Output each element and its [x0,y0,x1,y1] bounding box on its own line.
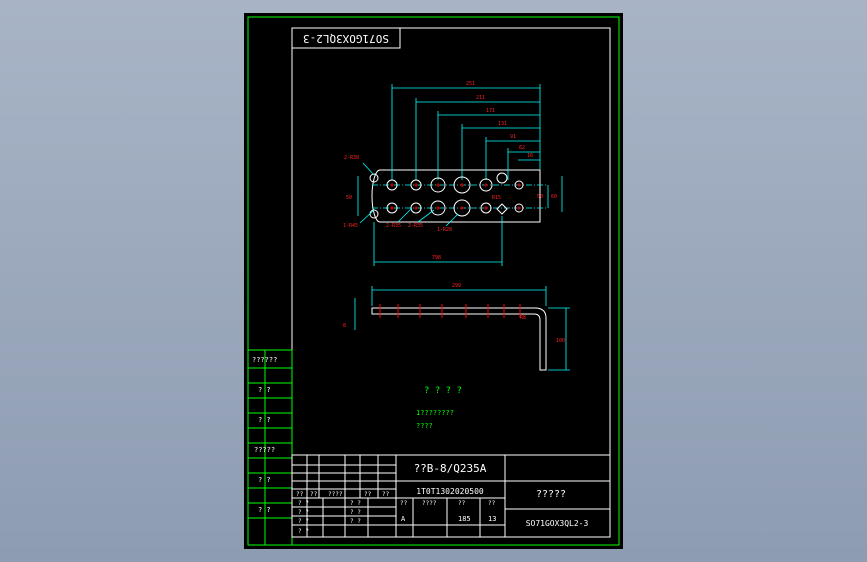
dim-131: 131 [498,121,507,127]
hole-ticks [379,304,521,318]
dim-91: 91 [510,134,516,140]
dim-side-8: 8 [343,323,346,329]
top-dimension-chain: 251 211 171 131 91 62 16 [391,81,541,180]
callout-2-R38: 2-R38 [344,155,359,161]
stage-value-a: A [401,515,406,523]
part-code: SO71GOX3QL2-3 [526,519,589,528]
strip-label-6: ? ? [258,506,271,514]
sign-label-2: ? ? [298,509,309,516]
dim-bend-R8: R8 [520,315,526,321]
dim-mid-50: 50 [537,194,543,200]
notes: ? ? ? ? 1???????? ???? [416,386,462,430]
plan-view: 251 211 171 131 91 62 16 [343,81,563,266]
sign-label-6: ? ? [350,509,361,516]
side-view: 299 100 8 R8 [343,283,570,371]
dim-171: 171 [486,108,495,114]
strip-label-1: ?????? [252,356,277,364]
note-line-1: 1???????? [416,409,454,417]
bent-plate-profile [371,307,547,371]
dim-251: 251 [466,81,475,87]
head-label-3: ???? [328,491,343,498]
stage-label-4: ?? [488,500,496,507]
dim-side-299: 299 [452,283,461,289]
head-label-1: ?? [296,491,304,498]
plate-outline [371,169,541,223]
holes-bottom-row [369,199,524,219]
stage-value-weight: 185 [458,515,471,523]
callout-1-R45: 1-R45 [343,223,358,229]
sign-label-4: ? ? [298,528,309,535]
hole-callouts: 2-R38 1-R45 2-R35 2-R35 1-R28 R15 [343,155,501,233]
strip-label-2: ? ? [258,386,271,394]
note-line-2: ???? [416,422,433,430]
dim-side-100: 100 [556,338,565,344]
strip-label-3: ? ? [258,416,271,424]
part-name: ????? [536,489,566,500]
strip-label-4: ????? [254,446,275,454]
hole-centers [390,183,521,210]
stage-value-sheets: 13 [488,515,496,523]
sign-label-5: ? ? [350,500,361,507]
holes-top-row [369,172,524,194]
code-box-rotated: SO71GOX3QL2-3 [291,27,401,49]
dim-bottom-798: 798 [432,255,441,261]
material-text: ??B-8/Q235A [414,462,487,475]
callout-2-R35-a: 2-R35 [386,223,401,229]
sign-label-7: ? ? [350,518,361,525]
dim-left-50: 50 [346,195,352,201]
callout-R15: R15 [492,195,501,201]
code-box-text: SO71GOX3QL2-3 [303,32,389,45]
head-label-2: ?? [310,491,318,498]
dim-62: 62 [519,145,525,151]
dim-211: 211 [476,95,485,101]
stage-label-1: ?? [400,500,408,507]
head-label-4: ?? [364,491,372,498]
left-strip: ?????? ? ? ? ? ????? ? ? ? ? [247,349,293,546]
sign-label-1: ? ? [298,500,309,507]
stage-label-2: ???? [422,500,437,507]
callout-1-R28: 1-R28 [437,227,452,233]
strip-label-5: ? ? [258,476,271,484]
sign-label-3: ? ? [298,518,309,525]
dim-16: 16 [527,153,533,159]
title-block: ??B-8/Q235A 1T0T1302020500 ????? SO71GOX… [291,454,611,538]
stage-label-3: ?? [458,500,466,507]
drawing-number: 1T0T1302020500 [416,487,484,496]
dim-right-60: 60 [551,194,557,200]
note-title: ? ? ? ? [424,386,462,396]
callout-2-R35-b: 2-R35 [408,223,423,229]
outer-frame [247,16,620,546]
head-label-5: ?? [382,491,390,498]
